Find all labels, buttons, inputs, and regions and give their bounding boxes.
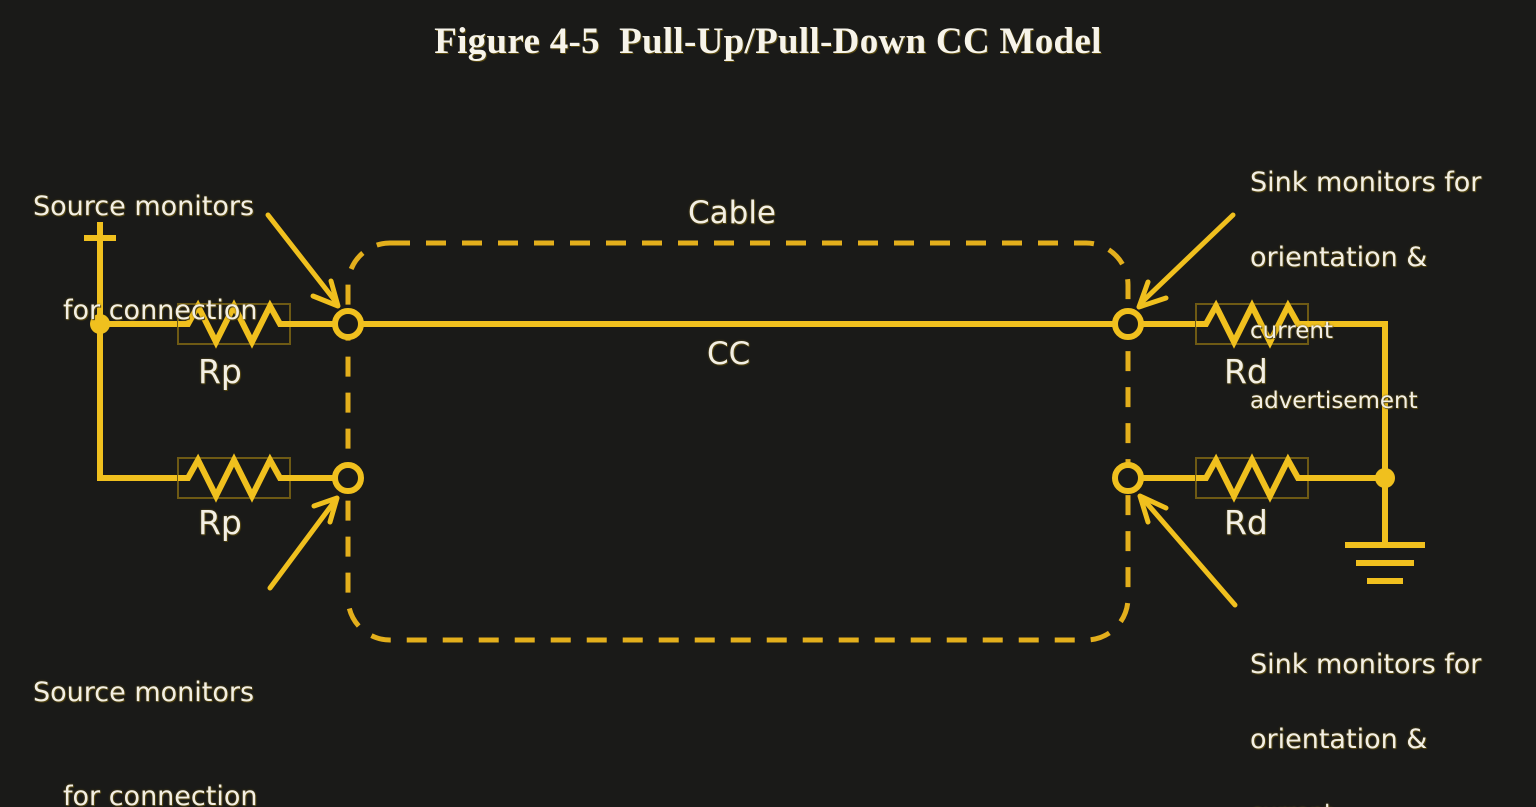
connector-sink-cc1[interactable] (1112, 308, 1144, 340)
annotation-bottom-right-line2: orientation & (1250, 724, 1428, 756)
connector-source-cc1[interactable] (332, 308, 364, 340)
annotation-top-right: Sink monitors for orientation & current … (1250, 125, 1481, 458)
cable-boundary (345, 240, 1131, 643)
annotation-bottom-left: Source monitors for connection (33, 607, 257, 807)
annotation-top-left-line2: for connection (63, 294, 258, 326)
annotation-top-left-line1: Source monitors (33, 191, 255, 223)
cc-label: CC (707, 336, 751, 372)
annotation-top-right-line2: orientation & (1250, 242, 1428, 274)
arrow-bottom-right (1137, 493, 1238, 608)
resistor-rp-bottom (178, 458, 290, 498)
junction-dot-source (90, 314, 110, 334)
resistor-label-rp-bottom: Rp (198, 503, 242, 542)
arrow-top-right (1136, 212, 1236, 310)
annotation-bottom-right: Sink monitors for orientation & current … (1250, 607, 1481, 807)
resistor-label-rd-bottom: Rd (1224, 503, 1268, 542)
annotation-top-right-line4: advertisement (1250, 388, 1418, 415)
plus-icon (84, 222, 116, 254)
page-title: Figure 4-5 Pull-Up/Pull-Down CC Model (434, 21, 1102, 62)
connector-sink-cc2[interactable] (1112, 462, 1144, 494)
annotation-bottom-left-line2: for connection (63, 780, 258, 807)
annotation-top-left: Source monitors for connection (33, 121, 257, 397)
arrow-top-left (265, 212, 341, 309)
resistor-rd-bottom (1196, 458, 1308, 498)
annotation-bottom-left-line1: Source monitors (33, 677, 255, 709)
resistor-label-rp-top: Rp (198, 352, 242, 391)
annotation-top-right-line1: Sink monitors for (1250, 166, 1482, 198)
annotation-top-right-line3: current (1250, 317, 1333, 344)
arrow-bottom-left (267, 495, 340, 591)
resistor-label-rd-top: Rd (1224, 352, 1268, 391)
annotation-bottom-right-line1: Sink monitors for (1250, 648, 1482, 680)
annotation-bottom-right-line3: current (1250, 799, 1481, 807)
connector-source-cc2[interactable] (332, 462, 364, 494)
cable-label: Cable (688, 195, 777, 231)
